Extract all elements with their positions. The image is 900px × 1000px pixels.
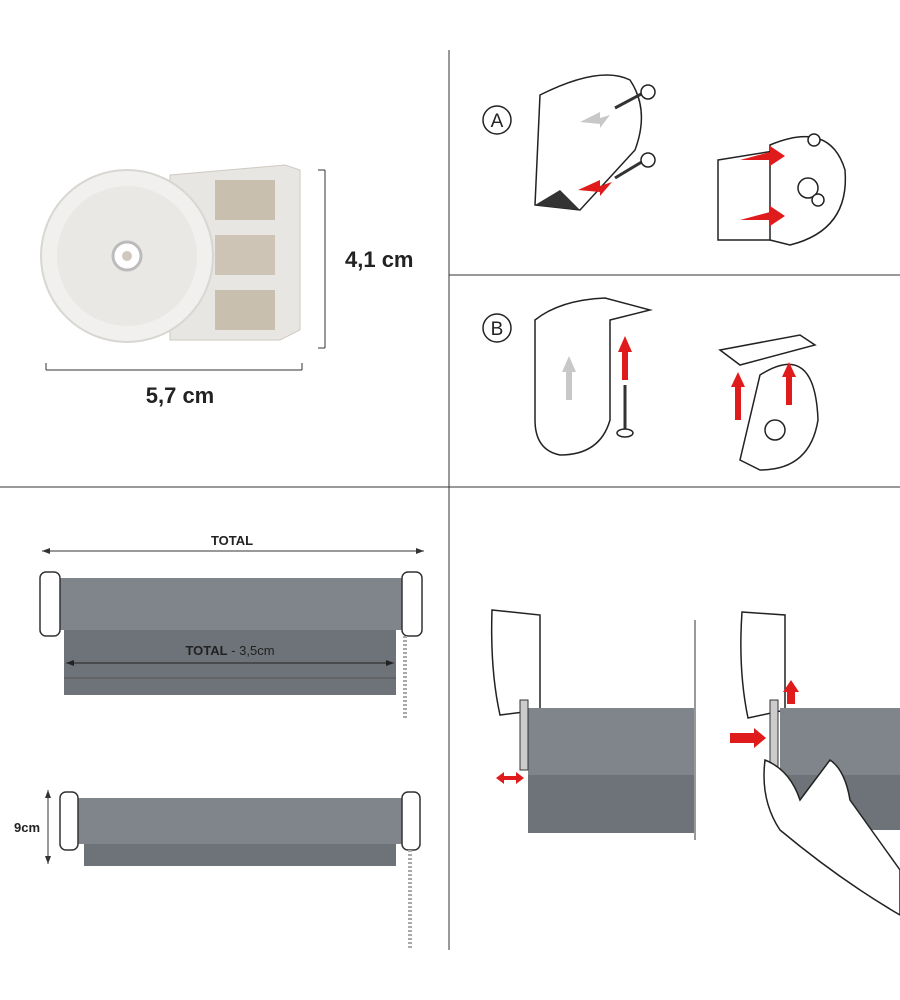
hand-illustration: [763, 758, 900, 916]
bracket-drawing-a: [717, 133, 847, 246]
fabric-width-label: TOTAL - 3,5cm: [185, 643, 274, 658]
width-label: 5,7 cm: [146, 383, 215, 408]
end-cap-cover-b: [534, 297, 653, 456]
mounting-left: [490, 609, 696, 840]
roller-blind-side: [59, 791, 421, 950]
height-label: 4,1 cm: [345, 247, 414, 272]
svg-text:B: B: [491, 319, 504, 340]
end-cap-cover-a: [534, 74, 656, 211]
mounting-right: [730, 611, 900, 916]
total-label: TOTAL: [211, 533, 253, 548]
step-b-badge: B: [482, 313, 512, 343]
svg-text:A: A: [491, 111, 504, 132]
roller-blind-front: [39, 571, 423, 720]
bracket-photo: [40, 164, 301, 343]
step-a-badge: A: [482, 105, 512, 135]
bracket-drawing-b: [718, 334, 819, 471]
height-9cm-label: 9cm: [14, 820, 40, 835]
